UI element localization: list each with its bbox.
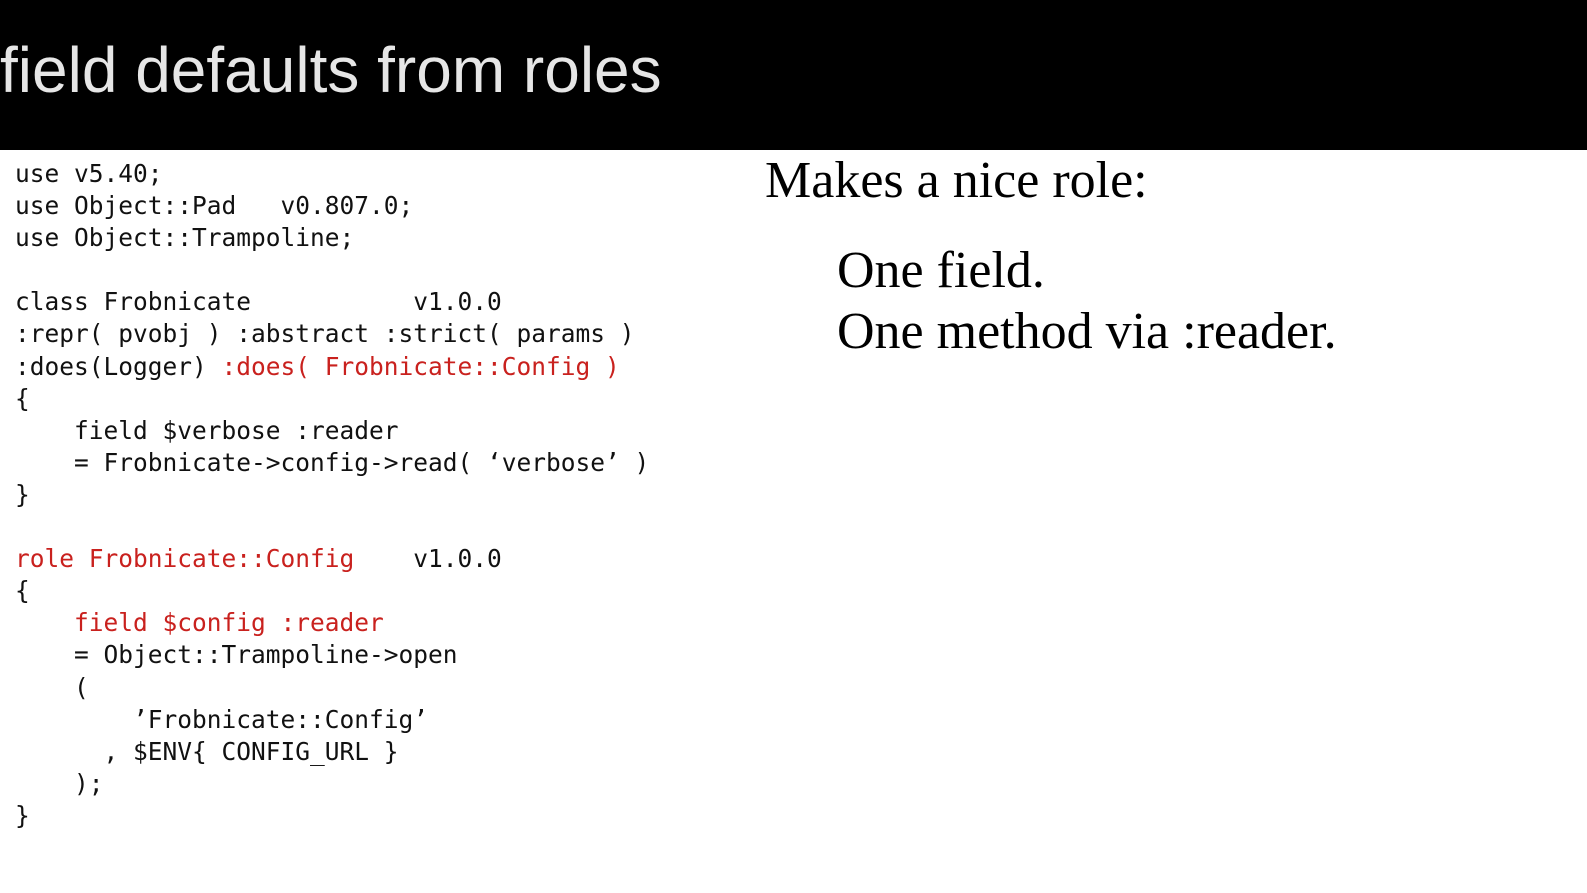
- code-text: (: [15, 672, 89, 702]
- code-line: );: [15, 768, 649, 800]
- code-text: field $verbose :reader: [15, 415, 399, 445]
- code-text: class Frobnicate v1.0.0: [15, 287, 502, 317]
- code-text: :repr( pvobj ) :abstract :strict( params…: [15, 319, 635, 349]
- code-highlight: role Frobnicate::Config: [15, 544, 355, 574]
- notes-heading: Makes a nice role:: [765, 152, 1148, 209]
- code-line: }: [15, 800, 649, 832]
- code-text: );: [15, 768, 104, 798]
- code-highlight: :does( Frobnicate::Config ): [221, 351, 620, 381]
- code-text: [15, 608, 74, 637]
- code-text: {: [15, 576, 30, 606]
- code-line: ’Frobnicate::Config’: [15, 704, 649, 736]
- code-text: , $ENV{ CONFIG_URL }: [15, 736, 399, 766]
- code-line: , $ENV{ CONFIG_URL }: [15, 736, 649, 768]
- code-line: field $config :reader: [15, 607, 649, 639]
- code-line: :does(Logger) :does( Frobnicate::Config …: [15, 351, 649, 383]
- code-line: [15, 511, 649, 543]
- code-line: class Frobnicate v1.0.0: [15, 286, 649, 318]
- code-text: }: [15, 479, 30, 509]
- code-text: use v5.40;: [15, 159, 163, 188]
- code-line: }: [15, 479, 649, 511]
- code-line: = Frobnicate->config->read( ‘verbose’ ): [15, 447, 649, 479]
- code-highlight: field $config :reader: [74, 608, 384, 638]
- code-line: use Object::Pad v0.807.0;: [15, 190, 649, 222]
- code-line: = Object::Trampoline->open: [15, 639, 649, 671]
- code-text: ’Frobnicate::Config’: [15, 704, 429, 734]
- code-text: :does(Logger): [15, 351, 222, 381]
- code-line: field $verbose :reader: [15, 415, 649, 447]
- notes-panel: Makes a nice role: One field. One method…: [765, 150, 1565, 362]
- notes-item: One method via :reader.: [837, 303, 1337, 360]
- code-text: use Object::Pad v0.807.0;: [15, 191, 414, 221]
- code-text: use Object::Trampoline;: [15, 223, 355, 253]
- slide-title: field defaults from roles: [0, 34, 662, 106]
- code-line: {: [15, 383, 649, 415]
- code-text: }: [15, 800, 30, 830]
- code-line: :repr( pvobj ) :abstract :strict( params…: [15, 318, 649, 350]
- notes-list: One field. One method via :reader.: [837, 240, 1565, 362]
- code-text: = Frobnicate->config->read( ‘verbose’ ): [15, 447, 650, 477]
- code-line: use v5.40;: [15, 158, 649, 190]
- code-text: v1.0.0: [354, 544, 502, 574]
- code-line: use Object::Trampoline;: [15, 222, 649, 254]
- code-text: = Object::Trampoline->open: [15, 640, 458, 670]
- code-line: (: [15, 672, 649, 704]
- code-block: use v5.40;use Object::Pad v0.807.0;use O…: [15, 158, 649, 832]
- code-text: {: [15, 383, 30, 413]
- code-line: [15, 254, 649, 286]
- code-line: role Frobnicate::Config v1.0.0: [15, 543, 649, 575]
- title-bar: field defaults from roles: [0, 0, 1587, 150]
- notes-item: One field.: [837, 242, 1045, 299]
- code-line: {: [15, 575, 649, 607]
